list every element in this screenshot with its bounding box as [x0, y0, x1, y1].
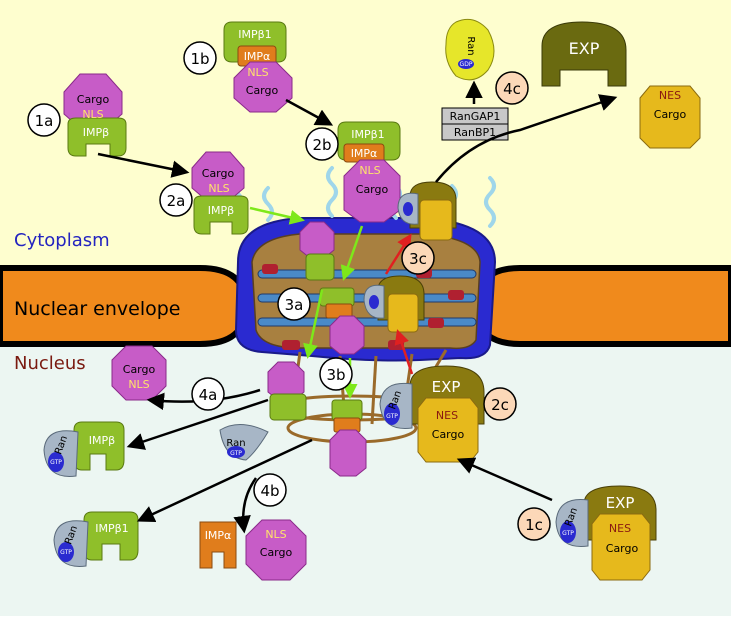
- step-2b-circle: [305, 127, 339, 161]
- exp-text: EXP: [432, 378, 461, 396]
- nls-text: NLS: [128, 378, 149, 391]
- step-2b-label: 2b: [312, 136, 331, 154]
- imp-beta1-text: IMPβ1: [238, 28, 271, 41]
- export-arrows: [384, 233, 414, 375]
- step-4b-circle: [253, 473, 287, 507]
- imp-alpha-text: IMPα: [205, 529, 232, 542]
- complex-2b: IMPβ1 IMPα NLS Cargo: [337, 121, 401, 223]
- complex-1a: Cargo NLS IMPβ: [63, 73, 127, 157]
- imp-beta1-text: IMPβ1: [351, 128, 384, 141]
- gtp-text: GTP: [50, 459, 62, 466]
- cargo-text: Cargo: [260, 546, 293, 559]
- step-3a-circle: [277, 287, 311, 321]
- step-3b-circle: [319, 357, 353, 391]
- cargo-text: Cargo: [123, 363, 156, 376]
- step-2a-label: 2a: [167, 192, 186, 210]
- step-2c-label: 2c: [491, 396, 509, 414]
- imp-beta-text: IMPβ: [83, 126, 109, 139]
- imp-alpha-text: IMPα: [244, 50, 271, 63]
- imp-beta-text: IMPβ: [208, 204, 234, 217]
- cargo-text: Cargo: [432, 428, 465, 441]
- nuclear-envelope: [0, 265, 731, 347]
- export-complex-1c: EXP NES Cargo Ran GTP: [555, 485, 657, 581]
- export-complex-3c: [363, 181, 457, 333]
- free-importin-alpha: IMPα: [199, 521, 237, 569]
- cargo-text: Cargo: [77, 93, 110, 106]
- step-2c-circle: [483, 387, 517, 421]
- cargo-text: Cargo: [356, 183, 389, 196]
- export-complex-2c: EXP NES Cargo Ran GTP: [379, 365, 485, 463]
- pore-transit-complexes: [267, 221, 367, 477]
- gtp-text: GTP: [562, 530, 574, 537]
- gdp-text: GDP: [460, 61, 473, 68]
- importin-beta-ran-gtp: IMPβ Ran GTP: [43, 421, 125, 477]
- free-ran-gtp: Ran GTP: [219, 424, 269, 461]
- step-4c-label: 4c: [503, 80, 521, 98]
- nls-text: NLS: [265, 528, 286, 541]
- free-exportin: EXP: [541, 21, 627, 87]
- step-3c-circle: [401, 241, 435, 275]
- nes-text: NES: [436, 409, 458, 422]
- complex-1b: IMPβ1 IMPα NLS Cargo: [223, 21, 293, 113]
- step-4c-circle: [495, 71, 529, 105]
- envelope-label: Nuclear envelope: [14, 298, 180, 320]
- nls-text: NLS: [359, 164, 380, 177]
- step-4a-circle: [191, 377, 225, 411]
- nls-text: NLS: [208, 182, 229, 195]
- nls-text: NLS: [82, 108, 103, 121]
- gtp-text: GTP: [60, 549, 72, 556]
- step-markers: 1a 1b 1c 2a 2b 2c 3a 3b 3c 4a 4b 4c: [27, 41, 551, 541]
- step-3a-label: 3a: [285, 296, 304, 314]
- ran-text: Ran: [226, 438, 245, 449]
- imp-beta1-text: IMPβ1: [95, 522, 128, 535]
- rangap1-ranbp1-box: RanGAP1 RanBP1: [441, 107, 509, 141]
- nls-text: NLS: [247, 66, 268, 79]
- step-3b-label: 3b: [326, 366, 345, 384]
- ran-gdp: Ran GDP: [445, 18, 495, 81]
- gtp-text: GTP: [230, 450, 242, 457]
- importin-beta1-ran-gtp: IMPβ1 Ran GTP: [53, 511, 139, 567]
- step-4b-label: 4b: [260, 482, 279, 500]
- cargo-text: Cargo: [246, 84, 279, 97]
- nes-text: NES: [609, 522, 631, 535]
- free-nes-cargo: NES Cargo: [639, 85, 701, 149]
- exp-text: EXP: [569, 39, 600, 58]
- step-1c-label: 1c: [525, 516, 543, 534]
- cytoplasm-label: Cytoplasm: [14, 230, 110, 251]
- released-cargo-4a: Cargo NLS: [111, 345, 167, 401]
- step-1b-circle: [183, 41, 217, 75]
- step-1c-circle: [517, 507, 551, 541]
- step-2a-circle: [159, 183, 193, 217]
- step-4a-label: 4a: [199, 386, 218, 404]
- cargo-text: Cargo: [202, 167, 235, 180]
- step-1a-label: 1a: [35, 112, 54, 130]
- rangap1-text: RanGAP1: [450, 110, 501, 123]
- step-1b-label: 1b: [190, 50, 209, 68]
- imp-beta-text: IMPβ: [89, 434, 115, 447]
- step-1a-circle: [27, 103, 61, 137]
- imp-alpha-text: IMPα: [351, 147, 378, 160]
- cargo-text: Cargo: [606, 542, 639, 555]
- cargo-text: Cargo: [654, 108, 687, 121]
- nes-text: NES: [659, 89, 681, 102]
- released-cargo-4b: NLS Cargo: [245, 519, 307, 581]
- exp-text: EXP: [606, 494, 635, 512]
- gtp-text: GTP: [386, 413, 398, 420]
- nucleus-label: Nucleus: [14, 353, 86, 374]
- complex-2a: Cargo NLS IMPβ: [191, 151, 249, 235]
- ranbp1-text: RanBP1: [454, 126, 496, 139]
- ran-text: Ran: [465, 36, 476, 55]
- step-3c-label: 3c: [409, 250, 427, 268]
